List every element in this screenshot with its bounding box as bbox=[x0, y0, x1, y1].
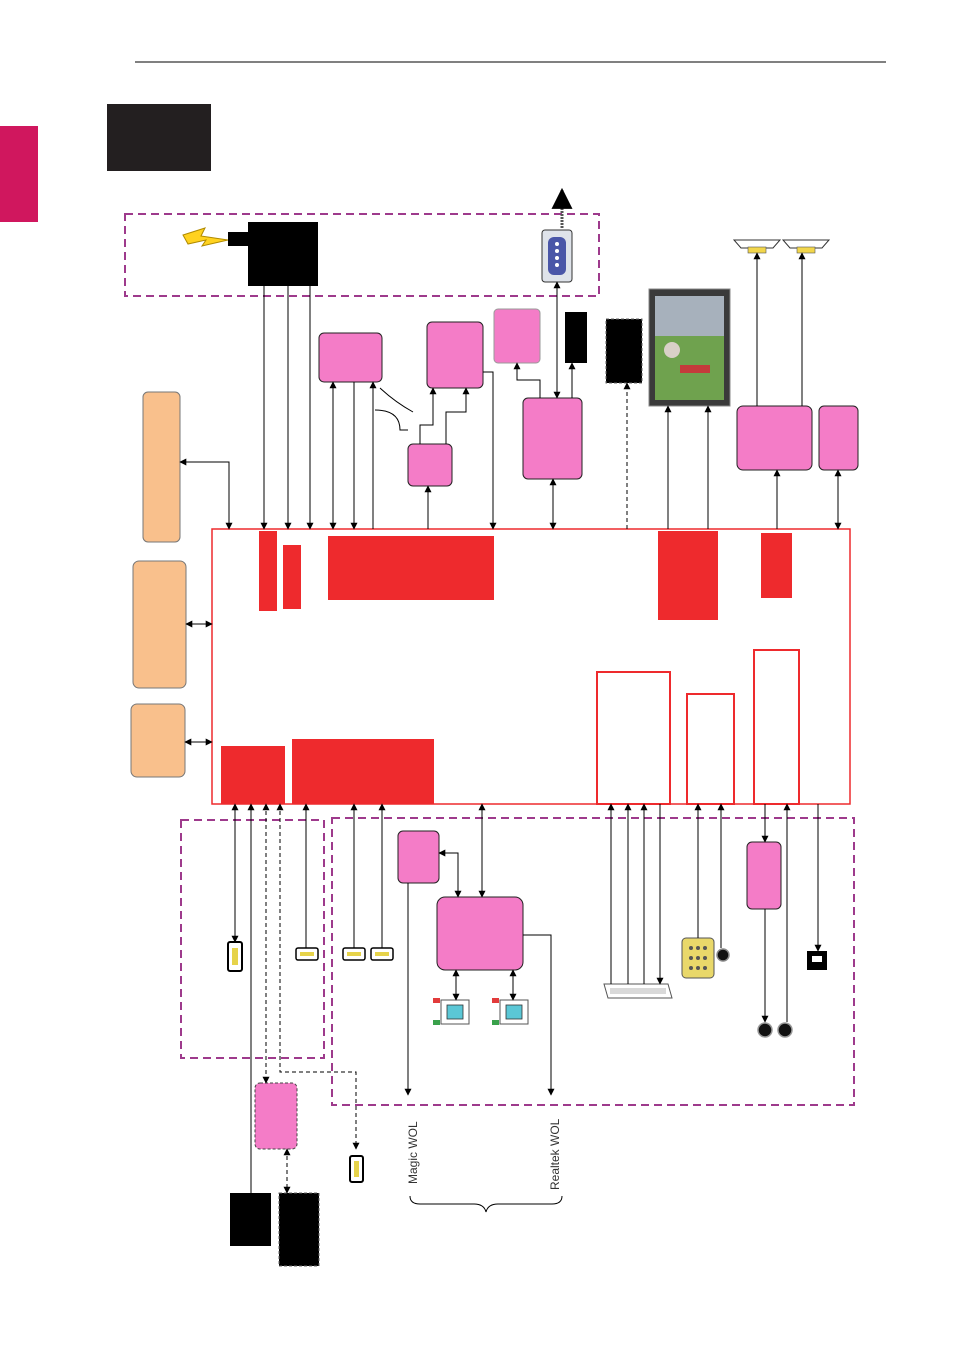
peach-block-middle[interactable] bbox=[132, 560, 187, 689]
hdmi-pins bbox=[300, 952, 314, 956]
dashed-connection-lines bbox=[262, 382, 631, 1194]
red-block-1[interactable] bbox=[259, 531, 277, 611]
ethernet-jack-icon bbox=[433, 998, 470, 1025]
pink-block-g[interactable] bbox=[397, 830, 440, 884]
red-block-3[interactable] bbox=[328, 536, 494, 600]
usb-port-tongue bbox=[354, 1161, 359, 1177]
black-block-small[interactable] bbox=[565, 312, 587, 363]
red-block-7[interactable] bbox=[292, 739, 434, 804]
red-block-4[interactable] bbox=[658, 531, 718, 620]
section-heading-block bbox=[107, 104, 211, 171]
scart-connector-icon bbox=[603, 983, 673, 999]
pink-block-lan[interactable] bbox=[436, 896, 524, 971]
power-plug-icon bbox=[228, 232, 250, 246]
audio-jack-icon bbox=[757, 1022, 773, 1038]
pink-block-a[interactable] bbox=[318, 332, 383, 383]
vga-port-icon bbox=[681, 937, 715, 979]
realtek-wol-label: Realtek WOL bbox=[548, 1118, 562, 1190]
bottom-left-connector-group bbox=[180, 819, 325, 1059]
wol-brace bbox=[409, 1195, 563, 1213]
pink-block-d[interactable] bbox=[407, 443, 453, 487]
optical-port-slot bbox=[812, 956, 822, 962]
lightning-icon bbox=[182, 227, 229, 247]
rs232-pin bbox=[555, 242, 559, 246]
red-block-5[interactable] bbox=[761, 533, 792, 598]
peach-block-bottom[interactable] bbox=[130, 703, 186, 778]
pink-block-h[interactable] bbox=[746, 841, 782, 910]
speaker-icon bbox=[732, 239, 782, 254]
power-supply-block[interactable] bbox=[248, 222, 318, 286]
connection-lines bbox=[179, 252, 842, 1193]
top-connector-group bbox=[124, 213, 600, 297]
hdmi-pins bbox=[375, 952, 389, 956]
red-outline-block-2[interactable] bbox=[686, 693, 735, 805]
hdmi-pins bbox=[347, 952, 361, 956]
ethernet-jack-icon bbox=[492, 998, 529, 1025]
page-side-tab bbox=[0, 126, 38, 222]
black-dashed-block-bottom[interactable] bbox=[278, 1192, 320, 1267]
rs232-pin bbox=[555, 249, 559, 253]
pink-block-b[interactable] bbox=[426, 321, 484, 389]
rs232-pin bbox=[555, 263, 559, 267]
pink-block-i[interactable] bbox=[254, 1082, 298, 1150]
peach-block-top[interactable] bbox=[142, 391, 181, 543]
pink-block-c[interactable] bbox=[493, 308, 541, 364]
black-dashed-block-top[interactable] bbox=[605, 318, 643, 384]
pink-block-audio-amp[interactable] bbox=[736, 405, 813, 471]
pink-block-e[interactable] bbox=[522, 397, 583, 480]
red-outline-block-1[interactable] bbox=[596, 671, 671, 805]
pink-block-f[interactable] bbox=[818, 405, 859, 471]
monitor-panel-icon bbox=[648, 288, 731, 407]
red-outline-block-3[interactable] bbox=[753, 649, 800, 805]
magic-wol-label: Magic WOL bbox=[406, 1121, 420, 1184]
audio-jack-icon bbox=[716, 948, 730, 962]
red-block-6[interactable] bbox=[221, 746, 285, 804]
main-soc-outline bbox=[211, 528, 851, 805]
audio-jack-icon bbox=[777, 1022, 793, 1038]
red-block-2[interactable] bbox=[283, 545, 301, 609]
rs232-pin bbox=[555, 256, 559, 260]
speaker-icon bbox=[781, 239, 831, 254]
black-block-bottom[interactable] bbox=[230, 1193, 271, 1246]
usb-port-tongue bbox=[232, 948, 238, 965]
